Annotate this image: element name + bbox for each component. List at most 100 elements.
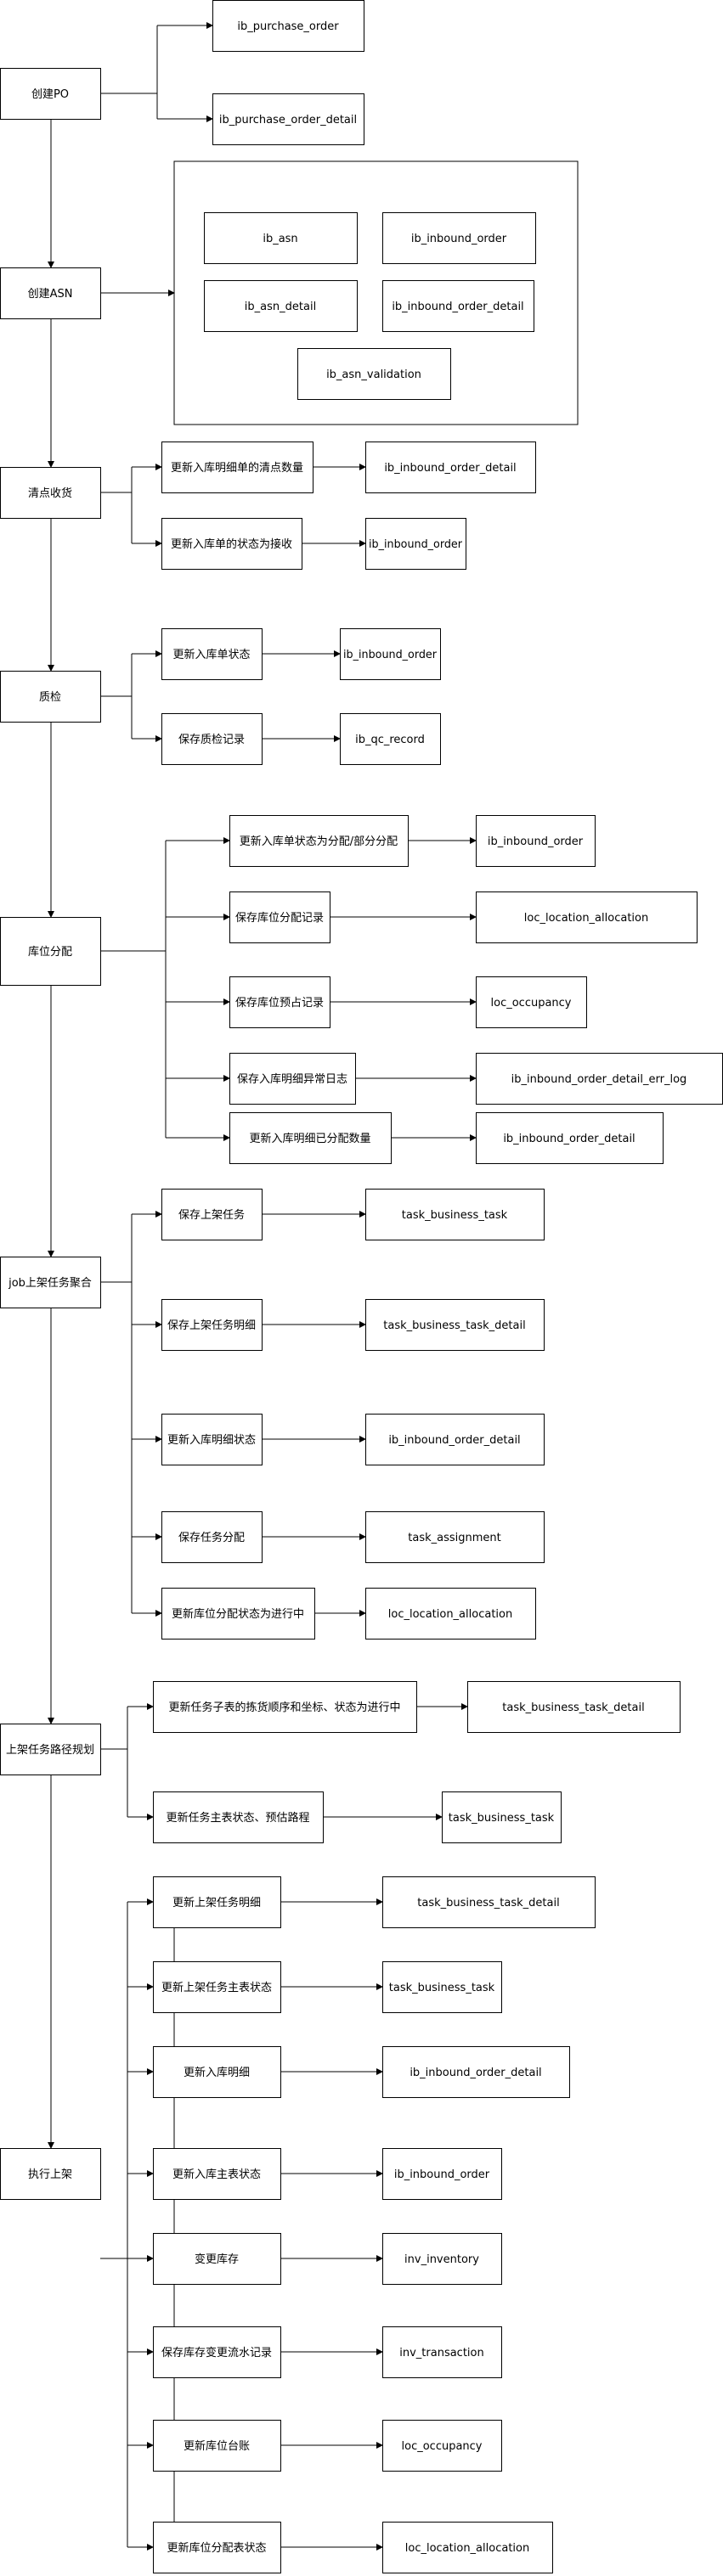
- node-box: [0, 917, 101, 986]
- node-al-t4[interactable]: ib_inbound_order_detail_err_log: [476, 1053, 723, 1105]
- node-al-a4[interactable]: 保存入库明细异常日志: [229, 1053, 356, 1105]
- node-ex-a6[interactable]: 保存库存变更流水记录: [153, 2326, 281, 2378]
- node-po-t2[interactable]: ib_purchase_order_detail: [212, 93, 364, 145]
- node-box: [0, 68, 101, 120]
- node-job-a5[interactable]: 更新库位分配状态为进行中: [161, 1588, 315, 1640]
- node-alloc[interactable]: 库位分配: [0, 917, 101, 986]
- node-box: [382, 2148, 502, 2200]
- node-rcv[interactable]: 清点收货: [0, 467, 101, 519]
- node-rt-a2[interactable]: 更新任务主表状态、预估路程: [153, 1791, 324, 1843]
- node-qc[interactable]: 质检: [0, 671, 101, 723]
- node-ex-t8[interactable]: loc_location_allocation: [382, 2522, 553, 2573]
- node-ex-t2[interactable]: task_business_task: [382, 1961, 502, 2013]
- node-label: 保存入库明细异常日志: [237, 1072, 347, 1086]
- node-label: task_business_task_detail: [383, 1319, 525, 1332]
- node-rcv-t1[interactable]: ib_inbound_order_detail: [365, 442, 536, 493]
- node-asn-t2[interactable]: ib_inbound_order: [382, 212, 536, 264]
- node-job-t5[interactable]: loc_location_allocation: [365, 1588, 536, 1640]
- node-qc-t2[interactable]: ib_qc_record: [340, 713, 441, 765]
- node-rcv-a1[interactable]: 更新入库明细单的清点数量: [161, 442, 313, 493]
- node-asn-t5[interactable]: ib_asn_validation: [297, 348, 451, 400]
- node-box: [153, 1681, 417, 1733]
- node-box: [382, 2233, 502, 2285]
- node-rt-t2[interactable]: task_business_task: [442, 1791, 562, 1843]
- node-ex-t4[interactable]: ib_inbound_order: [382, 2148, 502, 2200]
- node-job[interactable]: job上架任务聚合: [0, 1257, 101, 1308]
- node-rcv-a2[interactable]: 更新入库单的状态为接收: [161, 518, 302, 570]
- node-rt-t1[interactable]: task_business_task_detail: [467, 1681, 681, 1733]
- node-job-a1[interactable]: 保存上架任务: [161, 1189, 263, 1240]
- node-ex-a2[interactable]: 更新上架任务主表状态: [153, 1961, 281, 2013]
- node-box: [0, 267, 101, 319]
- node-label: ib_inbound_order: [488, 835, 584, 848]
- node-job-t2[interactable]: task_business_task_detail: [365, 1299, 545, 1351]
- node-ex-t5[interactable]: inv_inventory: [382, 2233, 502, 2285]
- node-box: [153, 2046, 281, 2098]
- node-exec[interactable]: 执行上架: [0, 2148, 101, 2200]
- node-job-t1[interactable]: task_business_task: [365, 1189, 545, 1240]
- node-ex-a5[interactable]: 变更库存: [153, 2233, 281, 2285]
- node-box: [0, 2148, 101, 2200]
- node-box: [476, 891, 698, 943]
- node-box: [153, 1961, 281, 2013]
- node-al-a3[interactable]: 保存库位预占记录: [229, 976, 330, 1028]
- node-label: 更新入库主表状态: [172, 2168, 261, 2181]
- node-asn[interactable]: 创建ASN: [0, 267, 101, 319]
- node-asn-t3[interactable]: ib_asn_detail: [204, 280, 358, 332]
- node-label: loc_location_allocation: [524, 912, 648, 925]
- node-asn-t1[interactable]: ib_asn: [204, 212, 358, 264]
- node-box: [0, 1257, 101, 1308]
- node-ex-t7[interactable]: loc_occupancy: [382, 2420, 502, 2472]
- node-label: 更新入库明细已分配数量: [249, 1132, 370, 1145]
- node-job-a2[interactable]: 保存上架任务明细: [161, 1299, 263, 1351]
- node-box: [153, 2420, 281, 2472]
- node-al-a2[interactable]: 保存库位分配记录: [229, 891, 330, 943]
- node-qc-a2[interactable]: 保存质检记录: [161, 713, 263, 765]
- node-label: ib_inbound_order_detail: [503, 1133, 635, 1145]
- node-ex-a7[interactable]: 更新库位台账: [153, 2420, 281, 2472]
- node-box: [382, 2046, 570, 2098]
- node-al-a5[interactable]: 更新入库明细已分配数量: [229, 1112, 392, 1164]
- node-qc-t1[interactable]: ib_inbound_order: [340, 628, 441, 680]
- node-ex-a4[interactable]: 更新入库主表状态: [153, 2148, 281, 2200]
- node-ex-a3[interactable]: 更新入库明细: [153, 2046, 281, 2098]
- node-job-t4[interactable]: task_assignment: [365, 1511, 545, 1563]
- node-ex-a8[interactable]: 更新库位分配表状态: [153, 2522, 281, 2573]
- node-job-a3[interactable]: 更新入库明细状态: [161, 1414, 263, 1465]
- node-qc-a1[interactable]: 更新入库单状态: [161, 628, 263, 680]
- node-al-t1[interactable]: ib_inbound_order: [476, 815, 596, 867]
- node-label: 保存库位分配记录: [235, 911, 324, 925]
- node-ex-t1[interactable]: task_business_task_detail: [382, 1876, 596, 1928]
- node-al-t3[interactable]: loc_occupancy: [476, 976, 587, 1028]
- node-ex-a1[interactable]: 更新上架任务明细: [153, 1876, 281, 1928]
- node-label: task_assignment: [408, 1532, 500, 1544]
- node-rt-a1[interactable]: 更新任务子表的拣货顺序和坐标、状态为进行中: [153, 1681, 417, 1733]
- node-box: [442, 1791, 562, 1843]
- node-asn-t4[interactable]: ib_inbound_order_detail: [382, 280, 534, 332]
- node-job-a4[interactable]: 保存任务分配: [161, 1511, 263, 1563]
- node-label: 保存上架任务: [178, 1208, 245, 1222]
- node-al-t2[interactable]: loc_location_allocation: [476, 891, 698, 943]
- node-label: ib_inbound_order_detail: [388, 1434, 520, 1447]
- node-route[interactable]: 上架任务路径规划: [0, 1724, 101, 1775]
- node-label: ib_inbound_order_detail: [392, 301, 523, 313]
- node-label: inv_transaction: [399, 2347, 483, 2359]
- node-po-t1[interactable]: ib_purchase_order: [212, 0, 364, 52]
- node-label: 更新入库单状态: [172, 648, 250, 661]
- node-job-t3[interactable]: ib_inbound_order_detail: [365, 1414, 545, 1465]
- node-box: [0, 1724, 101, 1775]
- node-ex-t3[interactable]: ib_inbound_order_detail: [382, 2046, 570, 2098]
- node-al-t5[interactable]: ib_inbound_order_detail: [476, 1112, 664, 1164]
- node-label: 更新入库明细单的清点数量: [171, 461, 303, 475]
- node-box: [161, 1414, 263, 1465]
- node-label: 更新上架任务明细: [172, 1896, 261, 1910]
- node-al-a1[interactable]: 更新入库单状态为分配/部分分配: [229, 815, 409, 867]
- node-label: ib_inbound_order_detail_err_log: [511, 1073, 687, 1086]
- node-label: 保存库位预占记录: [235, 996, 324, 1010]
- node-label: 更新库位台账: [184, 2439, 250, 2453]
- node-po[interactable]: 创建PO: [0, 68, 101, 120]
- node-box: [161, 713, 263, 765]
- node-ex-t6[interactable]: inv_transaction: [382, 2326, 502, 2378]
- node-label: task_business_task_detail: [417, 1897, 559, 1910]
- node-rcv-t2[interactable]: ib_inbound_order: [365, 518, 466, 570]
